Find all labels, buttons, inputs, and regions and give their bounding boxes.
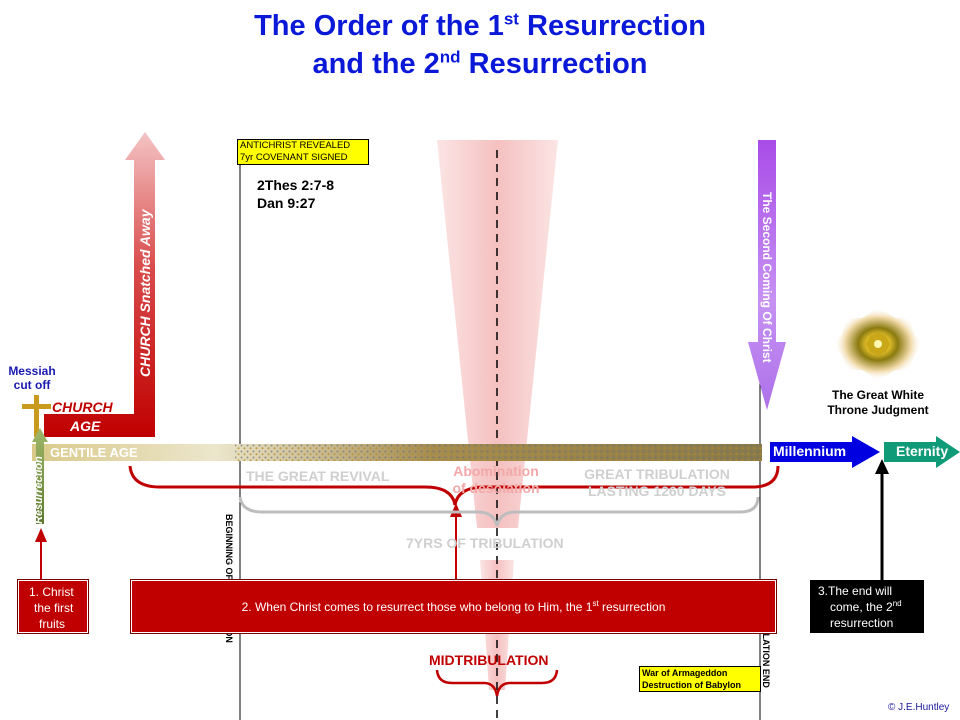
gentile-age-label: GENTILE AGE (50, 445, 138, 460)
church-age-line-2: AGE (70, 418, 101, 434)
gray-brace (238, 496, 760, 527)
eternity-arrow (884, 436, 960, 468)
antichrist-line-1: ANTICHRIST REVEALED (240, 140, 351, 151)
resurrection-green-arrow (32, 428, 48, 524)
armageddon-note: War of Armageddon Destruction of Babylon (639, 666, 761, 692)
antichrist-note: ANTICHRIST REVEALED 7yr COVENANT SIGNED (237, 139, 369, 165)
scripture-refs: 2Thes 2:7-8 Dan 9:27 (257, 176, 334, 212)
great-tribulation-label: GREAT TRIBULATION LASTING 1260 DAYS (572, 466, 742, 500)
church-snatched-label: CHURCH Snatched Away (137, 209, 153, 377)
abomination-line-2: of desolation (452, 480, 540, 496)
messiah-label: Messiah cut off (4, 364, 60, 392)
resurrection-label: Resurrection (33, 456, 45, 524)
title-line-2: and the 2nd Resurrection (312, 47, 648, 80)
second-resurrection-box: 3.The end will come, the 2nd resurrectio… (810, 580, 924, 633)
title-line-1: The Order of the 1st Resurrection (254, 9, 706, 42)
great-revival-label: THE GREAT REVIVAL (246, 468, 390, 484)
church-snatched-arrow (44, 132, 165, 437)
page-title: The Order of the 1st Resurrection and th… (0, 8, 960, 83)
abomination-label: Abomination of desolation (440, 463, 552, 497)
armageddon-line-1: War of Armageddon (642, 668, 728, 678)
antichrist-line-2: 7yr COVENANT SIGNED (240, 152, 348, 163)
seven-years-label: 7YRS OF TRIBULATION (406, 535, 564, 551)
white-throne-line-1: The Great White (831, 388, 924, 402)
millennium-arrow (770, 436, 880, 468)
second-resurrection-arrow-head (875, 459, 889, 474)
tribulation-end-label: TRIBULATION END (761, 606, 771, 688)
second-resurrection-line-3: resurrection (830, 616, 894, 630)
first-fruits-box: 1. Christ the first fruits (17, 579, 89, 634)
copyright: © J.E.Huntley (888, 702, 950, 713)
gentile-age-speckle (235, 444, 762, 461)
cross-horizontal (22, 404, 51, 409)
first-fruits-line-1: 1. Christ (29, 585, 74, 599)
great-tribulation-line-1: GREAT TRIBULATION (584, 466, 730, 482)
white-throne-line-2: Throne Judgment (827, 403, 929, 417)
messiah-line-2: cut off (13, 378, 51, 392)
great-tribulation-line-2: LASTING 1260 DAYS (588, 483, 726, 499)
cross-vertical (34, 395, 39, 437)
messiah-line-1: Messiah (8, 364, 56, 378)
red-brace (128, 465, 780, 506)
white-throne-label: The Great White Throne Judgment (812, 388, 944, 418)
scripture-ref-1: 2Thes 2:7-8 (257, 177, 335, 193)
church-age-line-1: CHURCH (52, 399, 113, 415)
first-fruits-line-2: the first (34, 601, 74, 615)
eternity-label: Eternity (896, 443, 949, 459)
scripture-ref-2: Dan 9:27 (257, 195, 316, 211)
armageddon-line-2: Destruction of Babylon (642, 680, 742, 690)
midtribulation-brace (435, 669, 559, 697)
second-coming-label: The Second Coming Of Christ (760, 192, 774, 363)
second-resurrection-line-1: 3.The end will (818, 584, 893, 598)
millennium-label: Millennium (773, 443, 847, 459)
first-fruits-arrow-head (35, 528, 47, 542)
midtribulation-label: MIDTRIBULATION (429, 652, 549, 668)
second-coming-arrow (748, 140, 786, 410)
beginning-of-tribulation-label: BEGINNING OF TRIBULATION (224, 514, 234, 643)
white-throne-core (874, 340, 882, 348)
abomination-line-1: Abomination (453, 463, 539, 479)
first-resurrection-box: 2. When Christ comes to resurrect those … (130, 579, 777, 634)
first-fruits-line-3: fruits (39, 617, 66, 631)
